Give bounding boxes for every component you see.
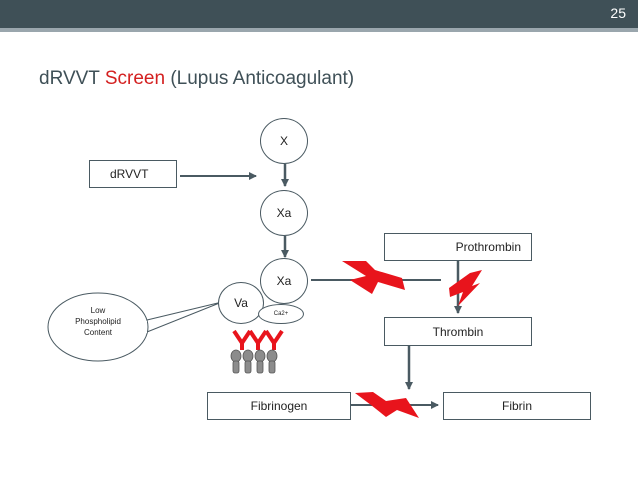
title-suffix: (Lupus Anticoagulant) bbox=[170, 68, 355, 89]
callout-line-1: Low bbox=[90, 306, 106, 315]
slide-title: dRVVT Screen (Lupus Anticoagulant) bbox=[39, 68, 354, 90]
callout-pointer bbox=[146, 301, 223, 333]
factor-va-node: Va bbox=[218, 282, 264, 324]
page-number: 25 bbox=[610, 5, 626, 21]
header-bar: 25 bbox=[0, 0, 638, 28]
drvvt-box: dRVVT bbox=[89, 160, 177, 188]
fibrinogen-box: Fibrinogen bbox=[207, 392, 351, 420]
thrombin-box: Thrombin bbox=[384, 317, 532, 346]
header-accent-line bbox=[0, 28, 638, 32]
lightning-bolt-icon bbox=[342, 261, 405, 294]
callout-line-3: Content bbox=[83, 328, 113, 337]
lightning-bolt-icon bbox=[355, 392, 419, 418]
title-accent: Screen bbox=[104, 68, 166, 89]
factor-xa-complex-node: Xa bbox=[260, 258, 308, 304]
factor-x-node: X bbox=[260, 118, 308, 164]
fibrin-box: Fibrin bbox=[443, 392, 591, 420]
calcium-node: Ca2+ bbox=[258, 304, 304, 324]
callout-line-2: Phospholipid bbox=[75, 317, 121, 326]
phospholipid-antibody-icon bbox=[230, 329, 284, 374]
prothrombin-box: Prothrombin bbox=[384, 233, 532, 261]
title-prefix: dRVVT bbox=[39, 68, 100, 89]
callout-text: Low Phospholipid Content bbox=[57, 305, 139, 338]
factor-xa-node: Xa bbox=[260, 190, 308, 236]
callout-bubble bbox=[47, 292, 149, 362]
lightning-bolt-icon bbox=[449, 270, 482, 306]
